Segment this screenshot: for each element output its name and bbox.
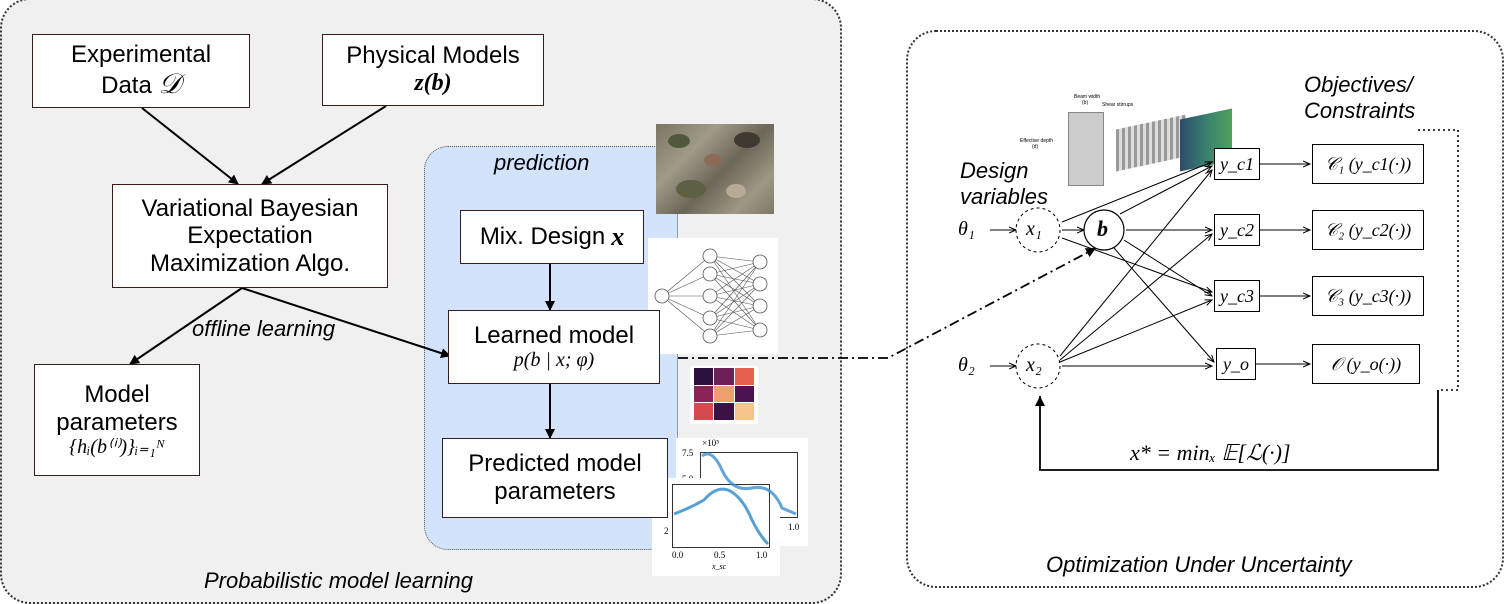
beam-width-sub-label: (b) <box>1082 100 1089 106</box>
output-yc3-box: y_c3 <box>1214 280 1260 312</box>
output-yc1-box: y_c1 <box>1214 148 1260 180</box>
right-panel-caption: Optimization Under Uncertainty <box>1046 552 1352 577</box>
plot-front-xtick-3: 1.0 <box>756 550 768 560</box>
output-yc1: y_c1 <box>1220 153 1254 174</box>
output-yc2: y_c2 <box>1220 219 1254 240</box>
plot-front-xtick-1: 0.0 <box>672 550 684 560</box>
physical-models-box: Physical Models z(b) <box>322 34 544 106</box>
output-yo-box: y_o <box>1216 348 1256 380</box>
objective-c1-box: 𝒞₁ (y_c1(·)) <box>1312 144 1424 184</box>
plot-back-ytick-1: 7.5 <box>682 448 694 458</box>
effective-depth-label: Effective depth <box>1020 138 1053 144</box>
theta2-label: θ₂ <box>958 354 975 376</box>
plot-front-xtick-2: 0.5 <box>714 550 726 560</box>
mix-design-box: Mix. Design x <box>460 210 644 264</box>
offline-learning-label: offline learning <box>192 316 336 341</box>
plot-back-xtick: 1.0 <box>788 522 800 532</box>
x2-node: x₂ <box>1026 354 1042 376</box>
optimum-formula: x* = minₓ 𝔼[ℒ(·)] <box>1130 440 1291 465</box>
plot-front-ytick: 2 <box>664 526 669 536</box>
design-variables-label: Design variables <box>960 158 1049 210</box>
correlation-heatmap <box>690 366 758 424</box>
model-parameters-formula: {hᵢ(b⁽ⁱ⁾)}ᵢ₌₁ᴺ <box>69 436 165 459</box>
predicted-model-box: Predicted model parameters <box>442 438 668 518</box>
experimental-data-line1: Experimental <box>70 41 212 69</box>
vbem-line1: Variational Bayesian <box>141 194 359 222</box>
vbem-line2: Expectation <box>187 222 313 250</box>
output-yo: y_o <box>1223 353 1249 374</box>
experimental-data-box: Experimental Data 𝒟 <box>32 34 250 108</box>
objective-o-box: 𝒪 (y_o(·)) <box>1312 344 1420 384</box>
objective-c3-box: 𝒞₃ (y_c3(·)) <box>1312 276 1424 316</box>
vbem-line3: Maximization Algo. <box>149 249 351 277</box>
x1-node: x₁ <box>1026 218 1042 240</box>
objective-c2-box: 𝒞₂ (y_c2(·)) <box>1312 210 1424 250</box>
mix-design-label: Mix. Design <box>479 223 606 251</box>
aggregate-photo <box>656 124 774 214</box>
objective-c3: 𝒞₃ (y_c3(·)) <box>1324 285 1412 306</box>
model-parameters-box: Model parameters {hᵢ(b⁽ⁱ⁾)}ᵢ₌₁ᴺ <box>34 364 200 476</box>
b-node: b <box>1097 216 1108 241</box>
plot-back-exp: ×10⁵ <box>702 438 720 448</box>
physical-models-line1: Physical Models <box>346 42 520 70</box>
experimental-data-symbol: 𝒟 <box>158 68 181 100</box>
output-yc3: y_c3 <box>1220 285 1254 306</box>
mix-design-symbol: x <box>611 222 625 252</box>
left-panel-caption: Probabilistic model learning <box>204 568 474 593</box>
experimental-data-line2: Data <box>101 71 152 99</box>
vbem-box: Variational Bayesian Expectation Maximiz… <box>112 184 388 288</box>
model-parameters-line2: parameters <box>56 408 178 436</box>
output-yc2-box: y_c2 <box>1214 214 1260 246</box>
predicted-line1: Predicted model <box>468 450 642 478</box>
learned-model-box: Learned model p(b | x; φ) <box>448 310 660 384</box>
learned-model-formula: p(b | x; φ) <box>513 349 595 372</box>
objective-o: 𝒪 (y_o(·)) <box>1330 353 1402 374</box>
predicted-line2: parameters <box>494 478 616 505</box>
plot-front-xlabel: x_sc <box>712 562 727 571</box>
objectives-label: Objectives/ Constraints <box>1304 72 1416 124</box>
effective-depth-sub-label: (d) <box>1032 144 1039 150</box>
physical-models-formula: z(b) <box>414 70 452 96</box>
objective-c2: 𝒞₂ (y_c2(·)) <box>1324 219 1412 240</box>
model-parameters-line1: Model <box>84 380 150 408</box>
objective-c1: 𝒞₁ (y_c1(·)) <box>1324 153 1412 174</box>
learned-model-label: Learned model <box>473 321 635 349</box>
shear-stirrups-label: Shear stirrups <box>1102 102 1134 108</box>
beam-illustration: Beam width (b) Shear stirrups Effective … <box>1020 88 1240 188</box>
plot-front: 2 0.0 0.5 1.0 x_sc <box>652 478 780 576</box>
prediction-label: prediction <box>494 150 590 175</box>
theta1-label: θ₁ <box>958 218 975 240</box>
beam-width-label: Beam width <box>1074 94 1101 100</box>
